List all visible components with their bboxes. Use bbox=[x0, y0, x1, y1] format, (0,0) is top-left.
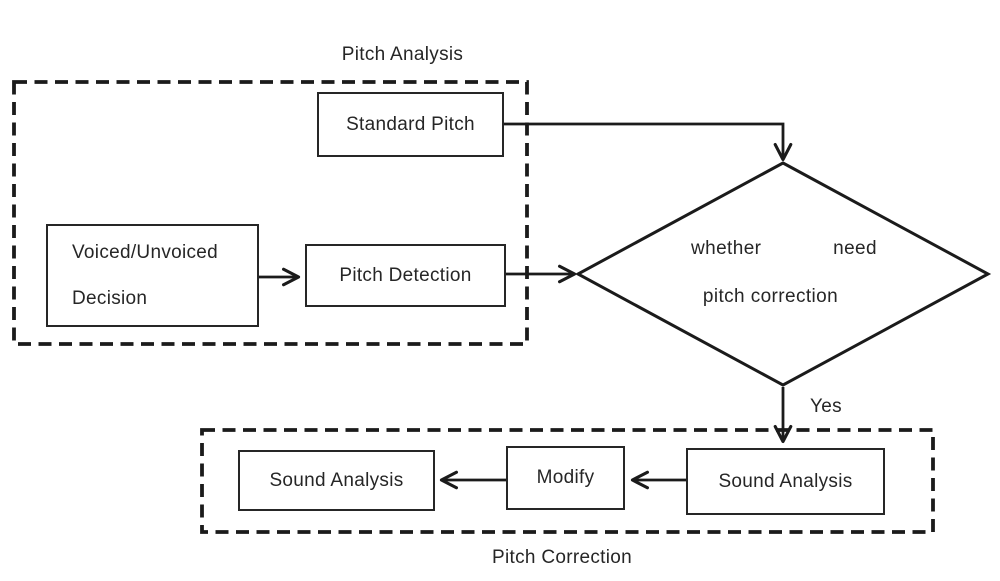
sound-analysis-right-label: Sound Analysis bbox=[718, 470, 853, 492]
voiced-unvoiced-decision-node: Voiced/Unvoiced Decision bbox=[46, 224, 259, 327]
arrow-standard-pitch-to-decision bbox=[504, 122, 793, 162]
decision-diamond-shape bbox=[574, 161, 992, 387]
standard-pitch-label: Standard Pitch bbox=[346, 113, 475, 135]
pitch-analysis-group-label: Pitch Analysis bbox=[341, 44, 464, 65]
pitch-analysis-group-border bbox=[12, 80, 529, 346]
modify-label: Modify bbox=[536, 467, 595, 488]
sound-analysis-left-label: Sound Analysis bbox=[269, 469, 404, 491]
sound-analysis-left-node: Sound Analysis bbox=[238, 450, 435, 511]
decision-word-need: need bbox=[833, 238, 877, 259]
pitch-detection-label: Pitch Detection bbox=[339, 264, 472, 286]
sound-analysis-right-node: Sound Analysis bbox=[686, 448, 885, 515]
pitch-detection-node: Pitch Detection bbox=[305, 244, 506, 307]
decision-word-whether: whether bbox=[691, 238, 762, 259]
decision-text-line2: pitch correction bbox=[702, 286, 839, 307]
pitch-correction-group-border bbox=[200, 428, 935, 534]
pitch-correction-group-label: Pitch Correction bbox=[492, 547, 632, 568]
voiced-unvoiced-label-line2: Decision bbox=[72, 287, 148, 309]
decision-text-line1: whether need bbox=[691, 238, 877, 260]
yes-edge-label: Yes bbox=[810, 396, 842, 417]
voiced-unvoiced-label-line1: Voiced/Unvoiced bbox=[72, 241, 219, 263]
modify-node: Modify bbox=[506, 446, 625, 510]
standard-pitch-node: Standard Pitch bbox=[317, 92, 504, 157]
